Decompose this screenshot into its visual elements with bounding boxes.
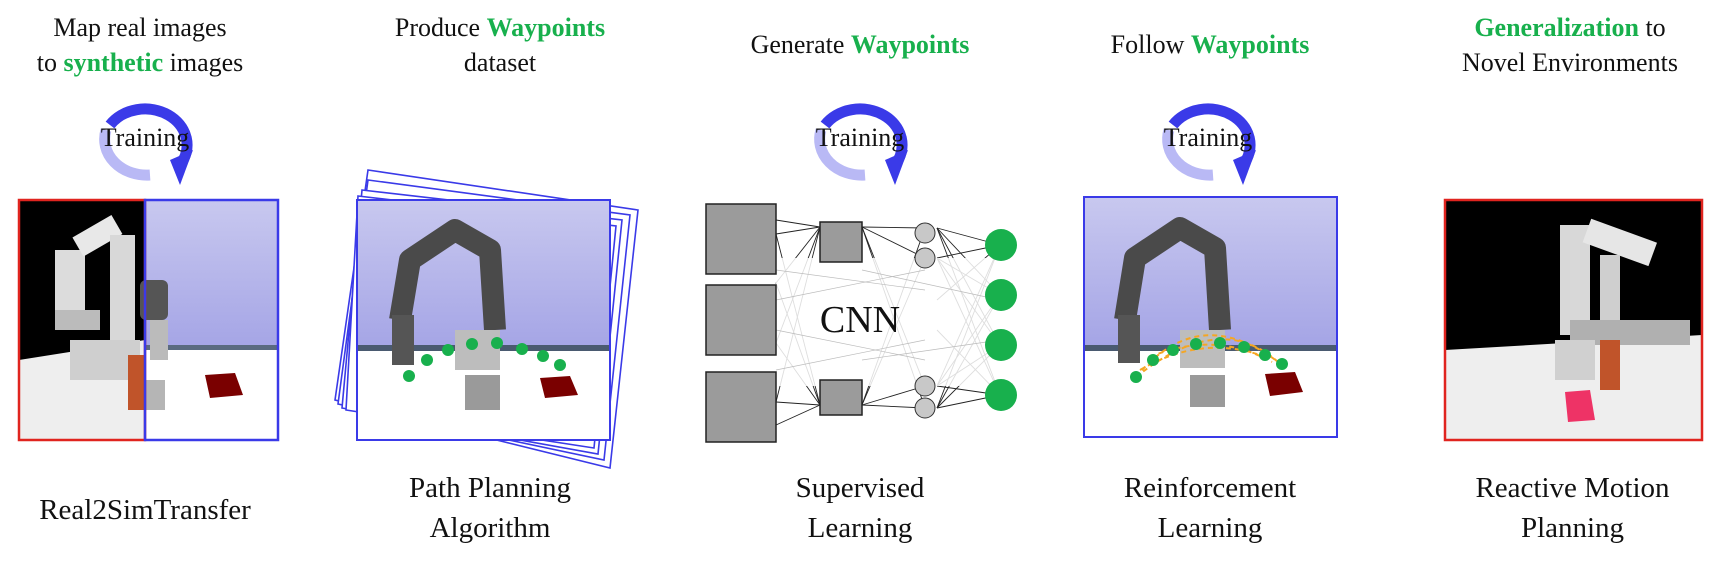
label-line: Planning — [1520, 512, 1625, 544]
label-line: Learning — [1157, 512, 1263, 544]
label-reactive-motion: Reactive Motion Planning — [1440, 468, 1705, 548]
caption-highlight: Waypoints — [1190, 30, 1310, 59]
training-arrow-icon — [1162, 103, 1256, 185]
training-arrow-icon — [814, 103, 908, 185]
robot-arm-real-icon — [1555, 218, 1690, 380]
label-line: Reinforcement — [1123, 472, 1297, 504]
label-line: Learning — [807, 512, 913, 544]
training-label: Training — [100, 123, 190, 152]
caption-text: to — [36, 48, 64, 77]
caption-generalization: Generalization to Novel Environments — [1430, 10, 1710, 80]
novel-environment-image — [1443, 198, 1704, 442]
label-line: Algorithm — [429, 512, 551, 544]
waypoint-dots — [1130, 337, 1288, 383]
waypoint-dots — [403, 337, 566, 382]
robot-arm-sim-icon — [1114, 217, 1231, 407]
caption-reinforcement: Follow Waypoints — [1060, 27, 1360, 62]
reinforcement-image — [1083, 196, 1338, 438]
training-arrow-icon — [99, 103, 193, 185]
caption-text: Generate — [750, 30, 851, 59]
network-connections-faded — [775, 269, 1001, 371]
caption-highlight: Waypoints — [486, 13, 606, 42]
caption-supervised: Generate Waypoints — [700, 27, 1020, 62]
caption-highlight: Generalization — [1474, 13, 1639, 42]
training-label: Training — [815, 123, 905, 152]
caption-highlight: synthetic — [63, 48, 164, 77]
label-reinforcement: Reinforcement Learning — [1080, 468, 1340, 548]
caption-text: Map real images — [53, 13, 227, 42]
input-feature-maps — [705, 203, 777, 443]
caption-text: Follow — [1110, 30, 1191, 59]
label-supervised: Supervised Learning — [730, 468, 990, 548]
hidden-neurons — [914, 222, 936, 419]
caption-text: Produce — [394, 13, 487, 42]
output-neurons — [985, 229, 1017, 411]
training-label: Training — [1163, 123, 1253, 152]
caption-text: Novel Environments — [1462, 48, 1678, 77]
label-line: Supervised — [795, 472, 925, 504]
caption-text: dataset — [463, 48, 537, 77]
label-path-planning: Path Planning Algorithm — [360, 468, 620, 548]
hidden-feature-maps — [819, 221, 863, 416]
robot-arm-sim-icon — [140, 280, 168, 410]
label-line: Path Planning — [409, 472, 571, 504]
label-line: Reactive Motion — [1475, 472, 1670, 504]
caption-highlight: Waypoints — [850, 30, 970, 59]
label-real2sim: Real2SimTransfer — [39, 494, 251, 526]
cnn-network — [705, 203, 1017, 443]
caption-text: to — [1638, 13, 1666, 42]
caption-text: images — [163, 48, 244, 77]
cnn-overlay — [776, 258, 1001, 386]
real2sim-image — [17, 198, 280, 442]
caption-path-planning: Produce Waypoints dataset — [350, 10, 650, 80]
cnn-label: CNN — [819, 299, 901, 341]
caption-real2sim: Map real images to synthetic images — [10, 10, 270, 80]
robot-arm-sim-icon — [389, 219, 506, 410]
path-planning-image — [334, 169, 639, 469]
